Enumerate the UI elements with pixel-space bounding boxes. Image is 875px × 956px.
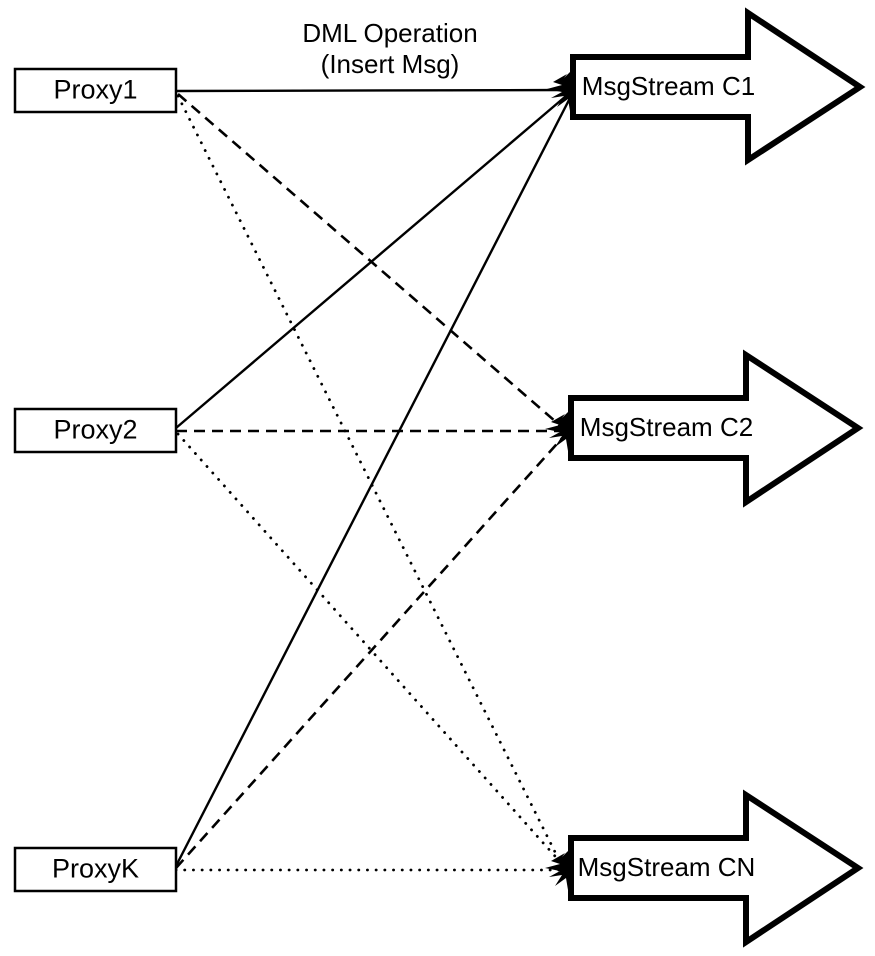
node-proxy1[interactable]: Proxy1	[13, 67, 178, 114]
edge-caption-line1: DML Operation	[302, 18, 477, 48]
link-proxyk-stream-c1	[174, 97, 572, 867]
stream-c2-label: MsgStream C2	[580, 412, 753, 442]
arrowhead-layer	[545, 69, 574, 892]
stream-c1-label: MsgStream C1	[582, 71, 755, 101]
arrowhead-stream-cn	[545, 848, 572, 892]
proxy1-box[interactable]	[13, 67, 178, 114]
node-stream-cn[interactable]: MsgStream CN	[568, 789, 864, 948]
node-proxy2[interactable]: Proxy2	[13, 407, 178, 454]
node-stream-c1[interactable]: MsgStream C1	[570, 7, 866, 166]
stream-cn-label: MsgStream CN	[578, 852, 756, 882]
node-stream-c2[interactable]: MsgStream C2	[568, 349, 864, 508]
proxyk-label: ProxyK	[52, 854, 139, 884]
link-proxyk-stream-c2	[175, 435, 565, 869]
link-layer	[174, 88, 572, 872]
proxy2-label: Proxy2	[53, 415, 137, 445]
stream-c2-arrow-shape[interactable]	[568, 349, 864, 508]
proxy1-label: Proxy1	[53, 75, 137, 105]
stream-layer: MsgStream C1 MsgStream C2 MsgStream CN	[568, 7, 866, 948]
stream-cn-arrow-shape[interactable]	[568, 789, 864, 948]
link-proxy1-stream-c1	[175, 88, 568, 93]
proxyk-box[interactable]	[13, 846, 178, 893]
proxy-layer: Proxy1 Proxy2 ProxyK	[13, 67, 178, 893]
stream-c1-arrow-shape[interactable]	[570, 7, 866, 166]
edge-caption-line2: (Insert Msg)	[321, 49, 460, 79]
edge-caption-group: DML Operation (Insert Msg)	[302, 18, 477, 79]
link-proxy2-stream-c1	[175, 95, 567, 429]
node-proxyk[interactable]: ProxyK	[13, 846, 178, 893]
arrowhead-stream-c2	[545, 409, 572, 453]
arrowhead-stream-c1	[547, 69, 574, 113]
proxy2-box[interactable]	[13, 407, 178, 454]
link-proxy2-stream-cn	[176, 432, 564, 866]
